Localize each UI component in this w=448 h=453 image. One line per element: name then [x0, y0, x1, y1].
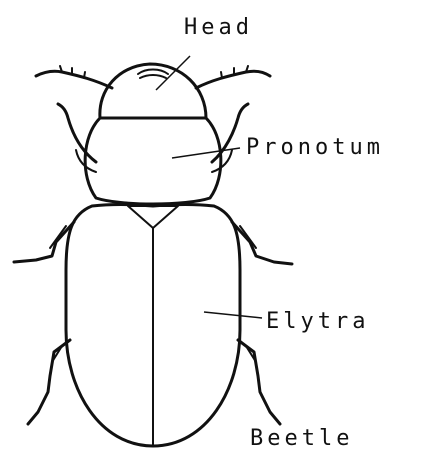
head: [100, 64, 206, 118]
elytra: [66, 205, 240, 447]
antenna-right: [196, 66, 270, 88]
scutellum: [128, 206, 178, 228]
antenna-left: [36, 66, 112, 88]
front-leg-left: [58, 104, 96, 172]
elytra-label: Elytra: [266, 309, 369, 334]
hind-leg-right: [238, 340, 280, 424]
pronotum-label: Pronotum: [246, 135, 384, 160]
head-leader-line: [156, 56, 190, 90]
hind-leg-left: [28, 340, 70, 424]
beetle-label: Beetle: [250, 426, 353, 451]
elytra-leader-line: [204, 312, 262, 318]
pronotum: [85, 118, 221, 204]
head-label: Head: [184, 15, 253, 40]
